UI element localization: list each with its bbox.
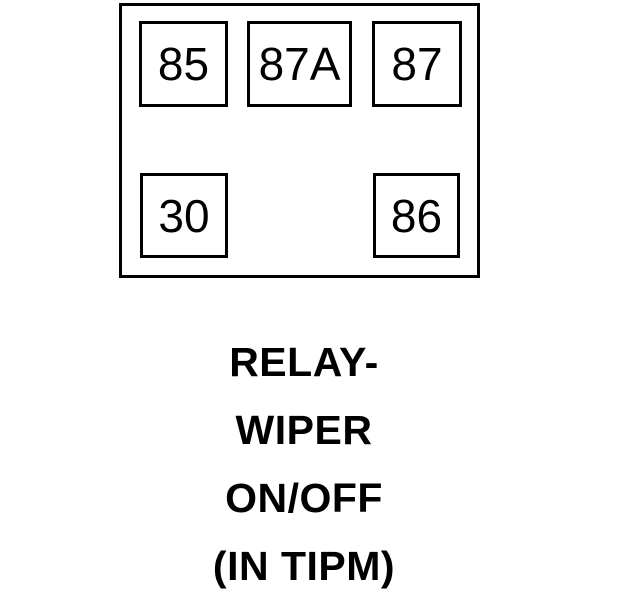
relay-pin-87a-label: 87A [258,38,341,90]
relay-pin-30: 30 [140,173,228,258]
relay-caption: RELAY- WIPER ON/OFF (IN TIPM) [0,328,608,600]
relay-caption-line-3: ON/OFF [225,475,383,521]
relay-pin-87-label: 87 [391,38,443,90]
relay-pin-86-label: 86 [390,189,443,242]
relay-pin-85-label: 85 [157,38,210,90]
relay-caption-line-4: (IN TIPM) [212,543,396,589]
relay-caption-line-2: WIPER [235,407,373,453]
relay-body-outline: 85 87A 87 30 86 [119,3,480,278]
relay-pin-85: 85 [139,21,228,107]
relay-pin-87a: 87A [247,21,352,107]
relay-pin-86: 86 [373,173,460,258]
relay-pin-30-label: 30 [158,189,210,242]
relay-caption-line-1: RELAY- [229,339,379,385]
relay-pin-87: 87 [372,21,462,107]
